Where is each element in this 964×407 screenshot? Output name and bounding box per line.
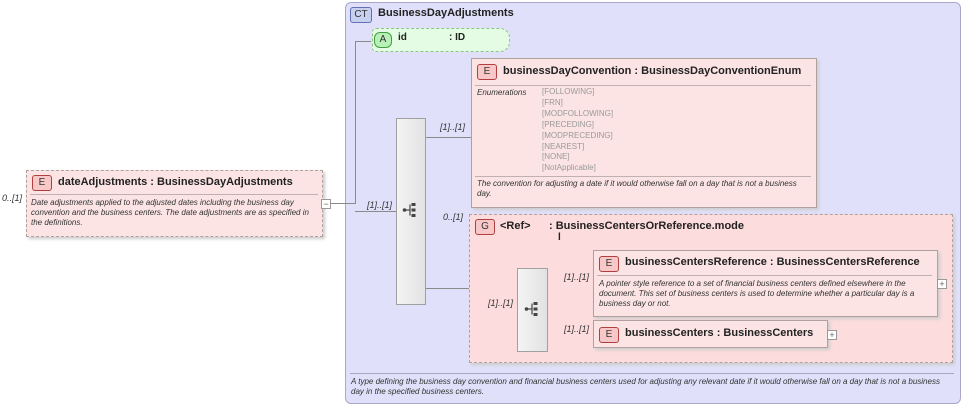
centers-expand-icon[interactable]: +	[827, 330, 837, 340]
enumeration-value: [NotApplicable]	[542, 163, 596, 173]
sequence-icon	[402, 203, 416, 217]
convention-doc-divider	[475, 176, 811, 177]
enumerations-label: Enumerations	[477, 88, 527, 97]
centers-reference-multiplicity: [1]..[1]	[564, 272, 590, 282]
attribute-badge: A	[374, 32, 392, 48]
centers-reference-expand-icon[interactable]: +	[937, 279, 947, 289]
connector	[425, 137, 471, 138]
outer-sequence-bar[interactable]	[396, 118, 426, 305]
connector	[355, 41, 356, 204]
root-element-divider	[30, 194, 318, 195]
connector	[355, 41, 371, 42]
root-element-title: dateAdjustments : BusinessDayAdjustments	[58, 176, 293, 188]
enumeration-value: [FRN]	[542, 97, 563, 107]
centers-reference-divider	[597, 275, 932, 276]
group-badge: G	[475, 219, 495, 235]
attribute-type: : ID	[449, 32, 466, 43]
convention-title: businessDayConvention : BusinessDayConve…	[503, 65, 802, 77]
enumeration-value: [MODPRECEDING]	[542, 130, 613, 140]
connector	[425, 288, 469, 289]
complex-type-badge: CT	[350, 7, 372, 23]
convention-box[interactable]	[471, 58, 817, 208]
root-element-documentation: Date adjustments applied to the adjusted…	[31, 198, 309, 227]
enumeration-value: [NONE]	[542, 152, 570, 162]
convention-multiplicity: [1]..[1]	[440, 122, 466, 132]
complex-type-divider	[350, 373, 954, 374]
outer-sequence-multiplicity: [1]..[1]	[367, 200, 393, 210]
enumeration-value: [MODFOLLOWING]	[542, 108, 614, 118]
centers-reference-box[interactable]	[593, 250, 938, 317]
convention-badge: E	[477, 64, 497, 80]
enumeration-value: [NEAREST]	[542, 141, 585, 151]
centers-reference-documentation: A pointer style reference to a set of fi…	[599, 279, 915, 308]
root-element-box[interactable]	[26, 170, 323, 237]
enumeration-value: [PRECEDING]	[542, 119, 595, 129]
centers-badge: E	[599, 327, 619, 343]
group-multiplicity: 0..[1]	[443, 212, 464, 222]
root-expand-icon[interactable]: −	[321, 199, 331, 209]
enumeration-list: [FOLLOWING] [FRN] [MODFOLLOWING] [PRECED…	[542, 87, 613, 174]
connector	[331, 203, 355, 204]
centers-reference-title: businessCentersReference : BusinessCente…	[625, 256, 920, 268]
centers-reference-badge: E	[599, 256, 619, 272]
group-ref: <Ref>	[500, 220, 531, 232]
centers-title: businessCenters : BusinessCenters	[625, 327, 814, 339]
convention-divider	[475, 85, 811, 86]
root-element-multiplicity: 0..[1]	[2, 193, 23, 203]
convention-documentation: The convention for adjusting a date if i…	[477, 179, 797, 198]
group-title: : BusinessCentersOrReference.mode	[549, 220, 745, 232]
complex-type-title: BusinessDayAdjustments	[378, 7, 514, 19]
inner-choice-multiplicity: [1]..[1]	[488, 298, 514, 308]
root-element-badge: E	[32, 175, 52, 191]
enumeration-value: [FOLLOWING]	[542, 87, 595, 96]
complex-type-documentation: A type defining the business day convent…	[351, 377, 940, 396]
group-title-suffix: l	[558, 232, 561, 243]
centers-multiplicity: [1]..[1]	[564, 324, 590, 334]
attribute-name: id	[398, 32, 407, 43]
choice-icon	[524, 302, 538, 316]
connector	[355, 211, 396, 212]
attribute-box[interactable]	[372, 28, 510, 52]
